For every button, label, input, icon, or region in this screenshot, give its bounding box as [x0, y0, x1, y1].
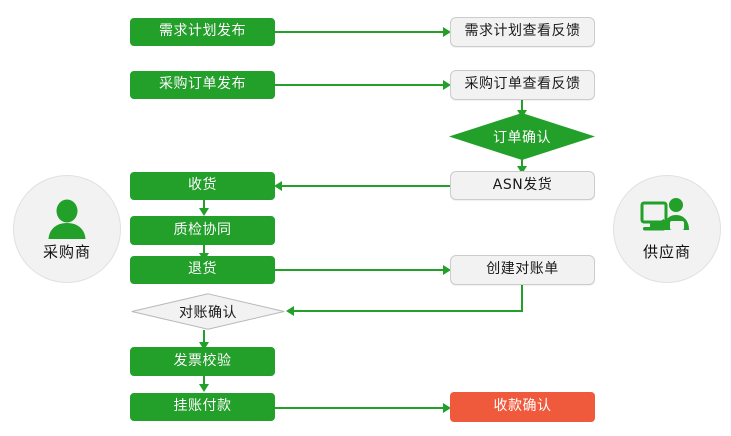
edge-statement-to-confirm-arrow [286, 306, 294, 316]
node-order-confirm-label: 订单确认 [493, 129, 551, 146]
node-statement-confirm-label: 对账确认 [179, 304, 237, 321]
node-qc-collab[interactable]: 质检协同 [130, 216, 275, 245]
node-demand-plan-feedback[interactable]: 需求计划查看反馈 [450, 17, 595, 47]
edge-confirm-to-invoice-arrow [199, 342, 209, 350]
edge-confirm-to-invoice [203, 330, 205, 348]
node-po-publish[interactable]: 采购订单发布 [130, 71, 275, 99]
edge-po-feedback-to-confirm [521, 100, 523, 115]
edge-invoice-to-payment [203, 375, 205, 389]
edge-payment-to-receipt [274, 407, 444, 409]
actor-supplier-label: 供应商 [642, 242, 691, 261]
edge-return-to-statement-arrow [443, 265, 451, 275]
node-create-statement[interactable]: 创建对账单 [450, 255, 595, 285]
node-payable-payment[interactable]: 挂账付款 [130, 393, 275, 421]
node-po-feedback[interactable]: 采购订单查看反馈 [450, 70, 595, 100]
edge-asn-to-receiving-arrow [274, 181, 282, 191]
node-return-goods[interactable]: 退货 [130, 256, 275, 284]
edge-po-publish-arrow [443, 80, 451, 90]
actor-supplier[interactable]: 供应商 [613, 175, 721, 283]
node-asn-shipment[interactable]: ASN发货 [450, 171, 595, 200]
edge-asn-to-receiving [281, 185, 451, 187]
node-receiving[interactable]: 收货 [130, 172, 275, 200]
actor-buyer[interactable]: 采购商 [13, 175, 121, 283]
edge-receiving-to-qc-arrow [199, 208, 209, 216]
diamond-shape-green [449, 113, 595, 160]
edge-return-to-statement [274, 269, 444, 271]
edge-confirm-to-asn-arrow [517, 166, 527, 174]
node-order-confirm[interactable]: 订单确认 [449, 113, 595, 160]
edge-receiving-to-qc [203, 199, 205, 213]
person-icon [40, 197, 94, 239]
node-demand-plan-publish[interactable]: 需求计划发布 [130, 18, 275, 46]
edge-statement-down [521, 285, 523, 312]
actor-buyer-label: 采购商 [42, 242, 91, 261]
diamond-shape-grey [131, 293, 285, 330]
edge-statement-left [293, 310, 523, 312]
node-receipt-confirm[interactable]: 收款确认 [450, 392, 595, 422]
node-statement-confirm[interactable]: 对账确认 [131, 293, 285, 330]
edge-qc-to-return [203, 244, 205, 258]
node-invoice-check[interactable]: 发票校验 [130, 347, 275, 376]
edge-payment-to-receipt-arrow [443, 403, 451, 413]
person-at-computer-icon [640, 197, 694, 239]
edge-demand-plan-arrow [443, 27, 451, 37]
edge-invoice-to-payment-arrow [199, 384, 209, 392]
edge-demand-plan [274, 31, 444, 33]
edge-po-publish [274, 84, 444, 86]
